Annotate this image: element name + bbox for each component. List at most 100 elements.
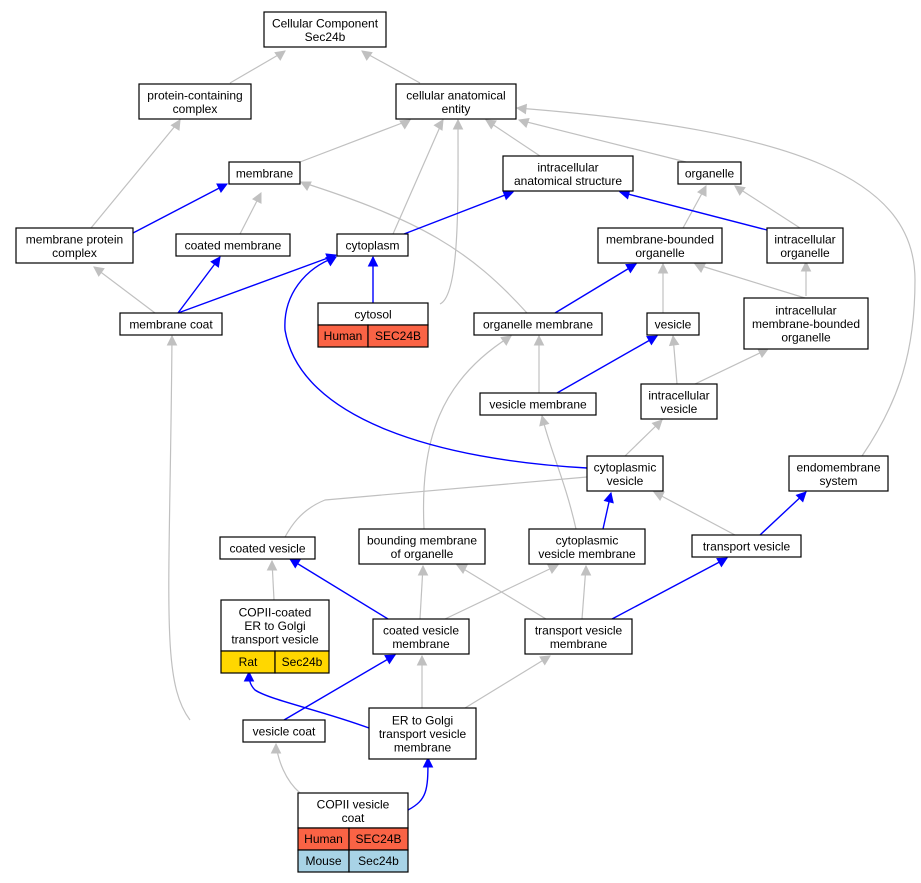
- annotation-species: Human: [324, 329, 363, 343]
- node-membrane-coat[interactable]: membrane coat: [119, 312, 223, 336]
- arrowhead: [216, 183, 228, 193]
- edge-line: [734, 185, 801, 229]
- edge-line: [283, 654, 396, 721]
- node-label: organelle: [781, 331, 831, 345]
- node-label: transport vesicle: [703, 540, 791, 554]
- arrowhead: [668, 334, 680, 347]
- edge-is-a: [734, 185, 801, 229]
- arrowhead: [325, 256, 337, 267]
- node-vesicle-coat[interactable]: vesicle coat: [242, 719, 326, 743]
- node-cytoplasm[interactable]: cytoplasm: [336, 233, 409, 257]
- node-label: organelle: [635, 246, 685, 260]
- edge-is-a: [456, 564, 547, 620]
- node-label: membrane-bounded: [606, 232, 714, 246]
- node-membrane[interactable]: membrane: [228, 161, 301, 185]
- node-box: [358, 528, 486, 565]
- edge-is-a: [515, 103, 916, 457]
- node-label: membrane-bounded: [752, 317, 860, 331]
- arrowhead: [547, 564, 559, 574]
- arrowhead: [515, 103, 528, 115]
- edge-line: [694, 348, 769, 385]
- edge-is-a: [417, 564, 429, 620]
- node-coated-membrane[interactable]: coated membrane: [175, 233, 291, 257]
- edge-line: [177, 254, 337, 314]
- edge-part-of: [403, 190, 515, 235]
- arrowhead: [243, 670, 255, 682]
- node-vesicle-membrane[interactable]: vesicle membrane: [479, 392, 597, 416]
- arrowhead: [274, 50, 286, 61]
- arrowhead: [417, 564, 429, 576]
- node-box: [597, 227, 723, 264]
- node-coated-vesicle[interactable]: coated vesicle: [219, 536, 316, 560]
- arrowhead: [300, 181, 312, 191]
- node-label: entity: [442, 102, 471, 116]
- node-box: [138, 83, 252, 120]
- node-box: [368, 707, 477, 760]
- node-label: intracellular: [537, 160, 598, 174]
- edge-is-a: [694, 263, 806, 299]
- node-label: vesicle coat: [253, 725, 316, 739]
- arrowhead: [734, 185, 746, 196]
- edge-is-a: [653, 491, 736, 536]
- node-box: [220, 599, 330, 652]
- node-label: COPII-coated: [239, 606, 312, 620]
- arrowhead: [502, 190, 515, 201]
- node-label: membrane: [392, 637, 450, 651]
- edge-part-of: [602, 491, 614, 530]
- graph-edges: [90, 50, 916, 811]
- edge-line: [694, 263, 806, 299]
- node-label: cytoplasmic: [556, 533, 619, 547]
- node-label: cytoplasmic: [594, 460, 657, 474]
- node-cytosol[interactable]: cytosol: [317, 302, 429, 326]
- edge-line: [556, 335, 658, 394]
- node-label: coated membrane: [185, 239, 282, 253]
- edge-is-a: [539, 414, 577, 530]
- arrowhead: [694, 263, 706, 273]
- edge-line: [516, 107, 916, 457]
- annotation-species: Human: [304, 832, 343, 846]
- node-organelle-membrane[interactable]: organelle membrane: [473, 312, 603, 336]
- node-box: [691, 534, 802, 558]
- edge-line: [518, 119, 687, 163]
- node-box: [646, 312, 700, 336]
- arrowhead: [170, 119, 181, 131]
- edge-line: [361, 50, 421, 84]
- edge-line: [229, 50, 286, 84]
- edge-is-a: [284, 471, 602, 538]
- edge-line: [485, 119, 541, 157]
- node-box: [743, 297, 869, 350]
- edge-is-a: [90, 119, 181, 229]
- node-box: [788, 455, 889, 492]
- node-box: [297, 792, 409, 829]
- edge-is-a: [392, 119, 444, 235]
- annotation-species-cell: Rat: [220, 650, 276, 674]
- node-organelle[interactable]: organelle: [677, 161, 742, 185]
- node-transport-vesicle[interactable]: transport vesicle: [691, 534, 802, 558]
- node-box: [395, 83, 517, 120]
- arrowhead: [795, 491, 807, 503]
- node-label: transport vesicle: [535, 623, 623, 637]
- edge-is-a: [668, 334, 680, 385]
- node-label: coated vesicle: [229, 542, 305, 556]
- node-label: intracellular: [775, 304, 836, 318]
- node-vesicle[interactable]: vesicle: [646, 312, 700, 336]
